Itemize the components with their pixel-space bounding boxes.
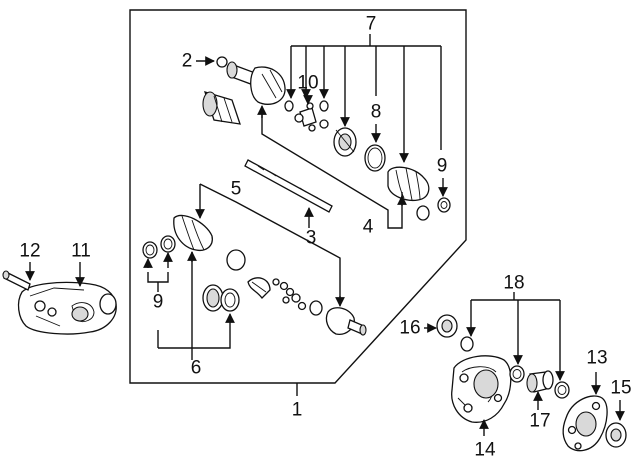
small-ring-lower xyxy=(309,300,323,316)
intermediate-shaft xyxy=(244,159,333,213)
callout-7: 7 xyxy=(366,14,377,35)
ring-18-c-in xyxy=(557,385,567,395)
ring-9-left-a xyxy=(142,241,158,259)
callout-12: 12 xyxy=(19,241,40,262)
callout-6: 6 xyxy=(191,358,202,379)
snap-ring xyxy=(226,249,246,271)
callout-8: 8 xyxy=(371,102,382,123)
callout-5: 5 xyxy=(231,179,242,200)
cover-13 xyxy=(562,395,608,452)
callout-4: 4 xyxy=(363,217,374,238)
callout-3: 3 xyxy=(306,228,317,249)
callout-15: 15 xyxy=(610,378,631,399)
callout-10: 10 xyxy=(297,73,318,94)
leader-lines xyxy=(25,34,625,436)
axle-stub xyxy=(2,270,31,291)
callout-2: 2 xyxy=(182,51,193,72)
ring-9-right xyxy=(437,197,451,213)
boot-clamp-8-inner xyxy=(367,147,383,169)
tripod-housing xyxy=(202,91,241,125)
cv-bearing-cage xyxy=(333,127,357,157)
ring-18-b-in xyxy=(512,369,522,379)
ring-a xyxy=(284,100,294,112)
callout-13: 13 xyxy=(586,348,607,369)
callout-11: 11 xyxy=(71,241,91,262)
ring-9-left-b-in xyxy=(163,238,173,250)
ring-18-b xyxy=(509,365,525,383)
outer-boot xyxy=(387,166,430,202)
inner-boot xyxy=(173,214,213,252)
bracket-14 xyxy=(451,355,512,423)
ring-small-right xyxy=(416,205,430,221)
boot-clamps-lower xyxy=(202,284,240,312)
callout-16: 16 xyxy=(399,318,420,339)
bearing-race xyxy=(247,277,271,299)
joint-balls xyxy=(272,278,307,311)
seal-16-in xyxy=(441,319,453,333)
callout-18: 18 xyxy=(503,273,524,294)
outer-cv-joint-lower xyxy=(325,307,367,336)
ring-9-left-b xyxy=(160,235,176,253)
differential-housing xyxy=(17,281,117,335)
callout-1: 1 xyxy=(292,400,303,421)
callout-17: 17 xyxy=(529,411,550,432)
ring-18-c xyxy=(554,381,570,399)
sleeve-17 xyxy=(526,370,554,393)
callout-14: 14 xyxy=(474,440,496,461)
kit-border xyxy=(129,9,467,384)
ring-9-right-in xyxy=(440,201,448,209)
ring-9-left-a-in xyxy=(145,244,155,256)
callout-9-left: 9 xyxy=(153,292,164,313)
seal-15-in xyxy=(610,428,622,442)
item2-nut xyxy=(216,56,228,68)
outer-cv-joint-upper xyxy=(226,61,286,105)
ring-18-a xyxy=(460,336,474,352)
ring-b xyxy=(319,100,329,112)
callout-9-right: 9 xyxy=(437,156,448,177)
